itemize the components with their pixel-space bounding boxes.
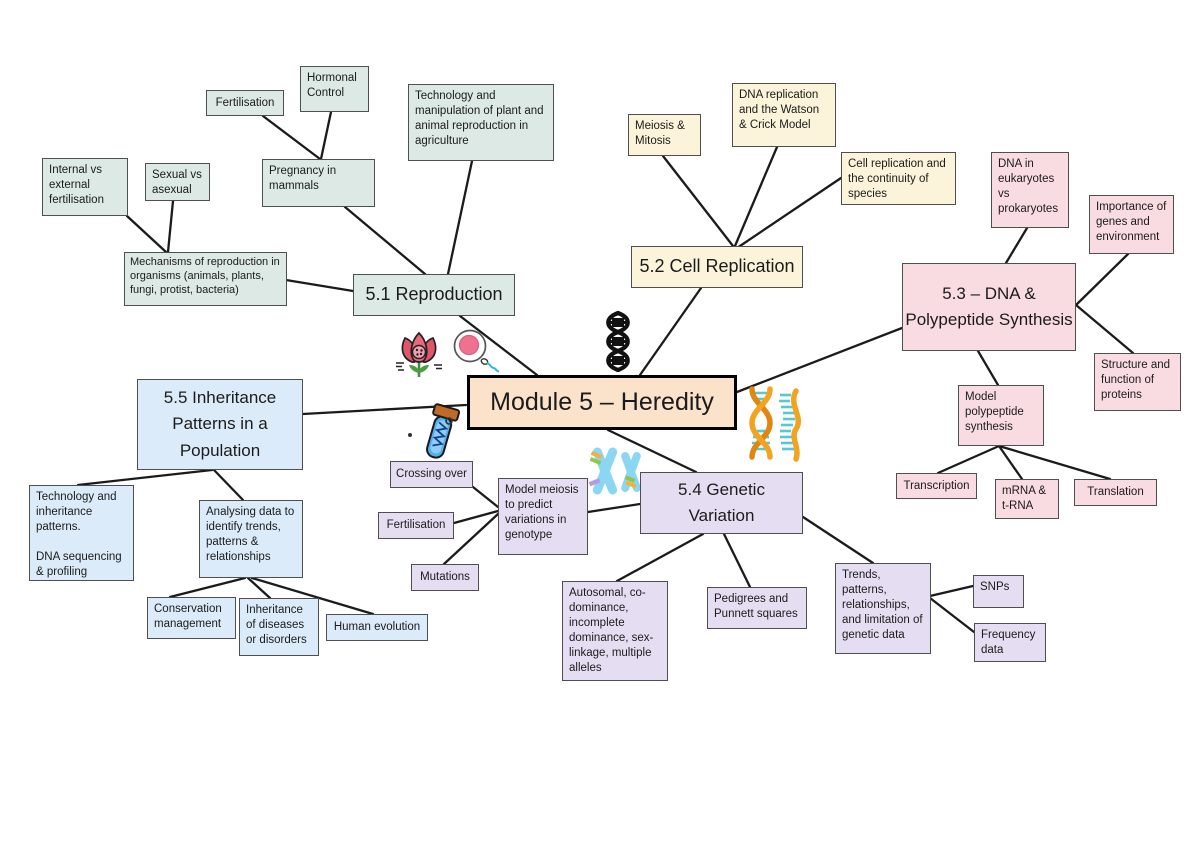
node-importance-genes-environment: Importance of genes and environment bbox=[1089, 195, 1174, 254]
center-topic: Module 5 – Heredity bbox=[467, 375, 737, 430]
node-internal-vs-external-fertilisation: Internal vs external fertilisation bbox=[42, 158, 128, 216]
node-model-meiosis: Model meiosis to predict variations in g… bbox=[498, 478, 588, 555]
node-cell-replication-continuity: Cell replication and the continuity of s… bbox=[841, 152, 956, 205]
node-conservation-management: Conservation management bbox=[147, 597, 236, 639]
node-frequency-data: Frequency data bbox=[974, 623, 1046, 662]
node-autosomal-dominance-alleles: Autosomal, co-dominance, incomplete domi… bbox=[562, 581, 668, 681]
node-mechanisms-of-reproduction: Mechanisms of reproduction in organisms … bbox=[124, 252, 287, 306]
node-human-evolution: Human evolution bbox=[326, 614, 428, 641]
node-fertilisation-variation: Fertilisation bbox=[378, 512, 454, 539]
node-technology-inheritance-patterns: Technology and inheritance patterns. DNA… bbox=[29, 485, 134, 581]
node-pregnancy-in-mammals: Pregnancy in mammals bbox=[262, 159, 375, 207]
node-translation: Translation bbox=[1074, 479, 1157, 506]
node-fertilisation-reproduction: Fertilisation bbox=[206, 90, 284, 116]
node-inheritance-diseases-disorders: Inheritance of diseases or disorders bbox=[239, 598, 319, 656]
node-dna-replication-watson-crick: DNA replication and the Watson & Crick M… bbox=[732, 83, 836, 147]
section-5-3-dna-polypeptide-synthesis: 5.3 – DNA & Polypeptide Synthesis bbox=[902, 263, 1076, 351]
section-5-2-cell-replication: 5.2 Cell Replication bbox=[631, 246, 803, 288]
node-hormonal-control: Hormonal Control bbox=[300, 66, 369, 112]
node-model-polypeptide-synthesis: Model polypeptide synthesis bbox=[958, 385, 1044, 446]
node-crossing-over: Crossing over bbox=[390, 461, 473, 488]
node-mrna-trna: mRNA & t-RNA bbox=[995, 479, 1059, 519]
node-technology-agriculture: Technology and manipulation of plant and… bbox=[408, 84, 554, 161]
node-structure-function-proteins: Structure and function of proteins bbox=[1094, 353, 1181, 411]
node-pedigrees-punnett-squares: Pedigrees and Punnett squares bbox=[707, 587, 807, 629]
section-5-4-genetic-variation: 5.4 Genetic Variation bbox=[640, 472, 803, 534]
node-trends-genetic-data: Trends, patterns, relationships, and lim… bbox=[835, 563, 931, 654]
section-5-5-inheritance-patterns: 5.5 Inheritance Patterns in a Population bbox=[137, 379, 303, 470]
node-sexual-vs-asexual: Sexual vs asexual bbox=[145, 163, 210, 201]
node-dna-eukaryotes-vs-prokaryotes: DNA in eukaryotes vs prokaryotes bbox=[991, 152, 1069, 228]
node-transcription: Transcription bbox=[896, 473, 977, 499]
node-mutations: Mutations bbox=[411, 564, 479, 591]
node-meiosis-and-mitosis: Meiosis & Mitosis bbox=[628, 114, 701, 156]
node-snps: SNPs bbox=[973, 575, 1024, 608]
section-5-1-reproduction: 5.1 Reproduction bbox=[353, 274, 515, 316]
node-analysing-data: Analysing data to identify trends, patte… bbox=[199, 500, 303, 578]
